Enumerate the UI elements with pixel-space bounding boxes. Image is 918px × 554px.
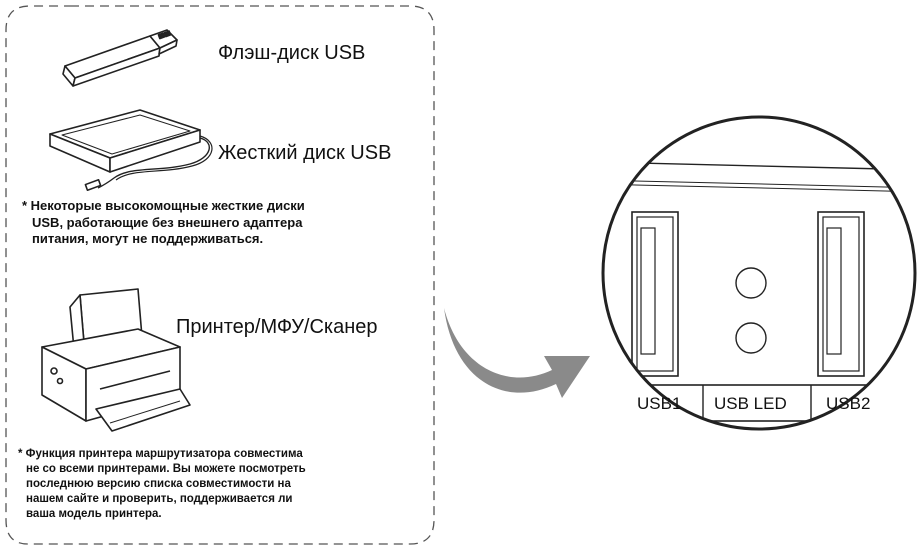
printer-note-line-4: нашем сайте и проверить, поддерживается … <box>26 493 293 505</box>
usb-hard-drive-icon <box>49 109 213 192</box>
printer-note-line-3: последнюю версию списка совместимости на <box>26 478 291 490</box>
printer-note-line-1: * Функция принтера маршрутизатора совмес… <box>18 448 303 460</box>
usb-led-label: USB LED <box>714 394 787 413</box>
printer-note: * Функция принтера маршрутизатора совмес… <box>18 447 306 522</box>
usb1-port-label: USB1 <box>637 394 682 413</box>
usb-flash-drive-icon <box>62 29 178 87</box>
hard-drive-note-line-2: USB, работающие без внешнего адаптера <box>32 214 303 230</box>
hard-drive-label: Жесткий диск USB <box>218 142 392 164</box>
router-ports-zoom-icon <box>601 115 917 431</box>
printer-label: Принтер/МФУ/Сканер <box>176 316 378 338</box>
usb2-port-label: USB2 <box>826 394 871 413</box>
hard-drive-note-line-3: питания, могут не поддерживаться. <box>32 231 264 246</box>
printer-note-line-5: ваша модель принтера. <box>26 508 162 520</box>
hard-drive-note-line-1: * Некоторые высокомощные жесткие диски <box>22 198 305 213</box>
hard-drive-note: * Некоторые высокомощные жесткие диски U… <box>22 198 305 248</box>
printer-note-line-2: не со всеми принтерами. Вы можете посмот… <box>26 463 306 475</box>
curved-arrow-icon <box>444 308 590 398</box>
printer-icon <box>41 288 191 432</box>
flash-drive-label: Флэш-диск USB <box>218 42 366 64</box>
